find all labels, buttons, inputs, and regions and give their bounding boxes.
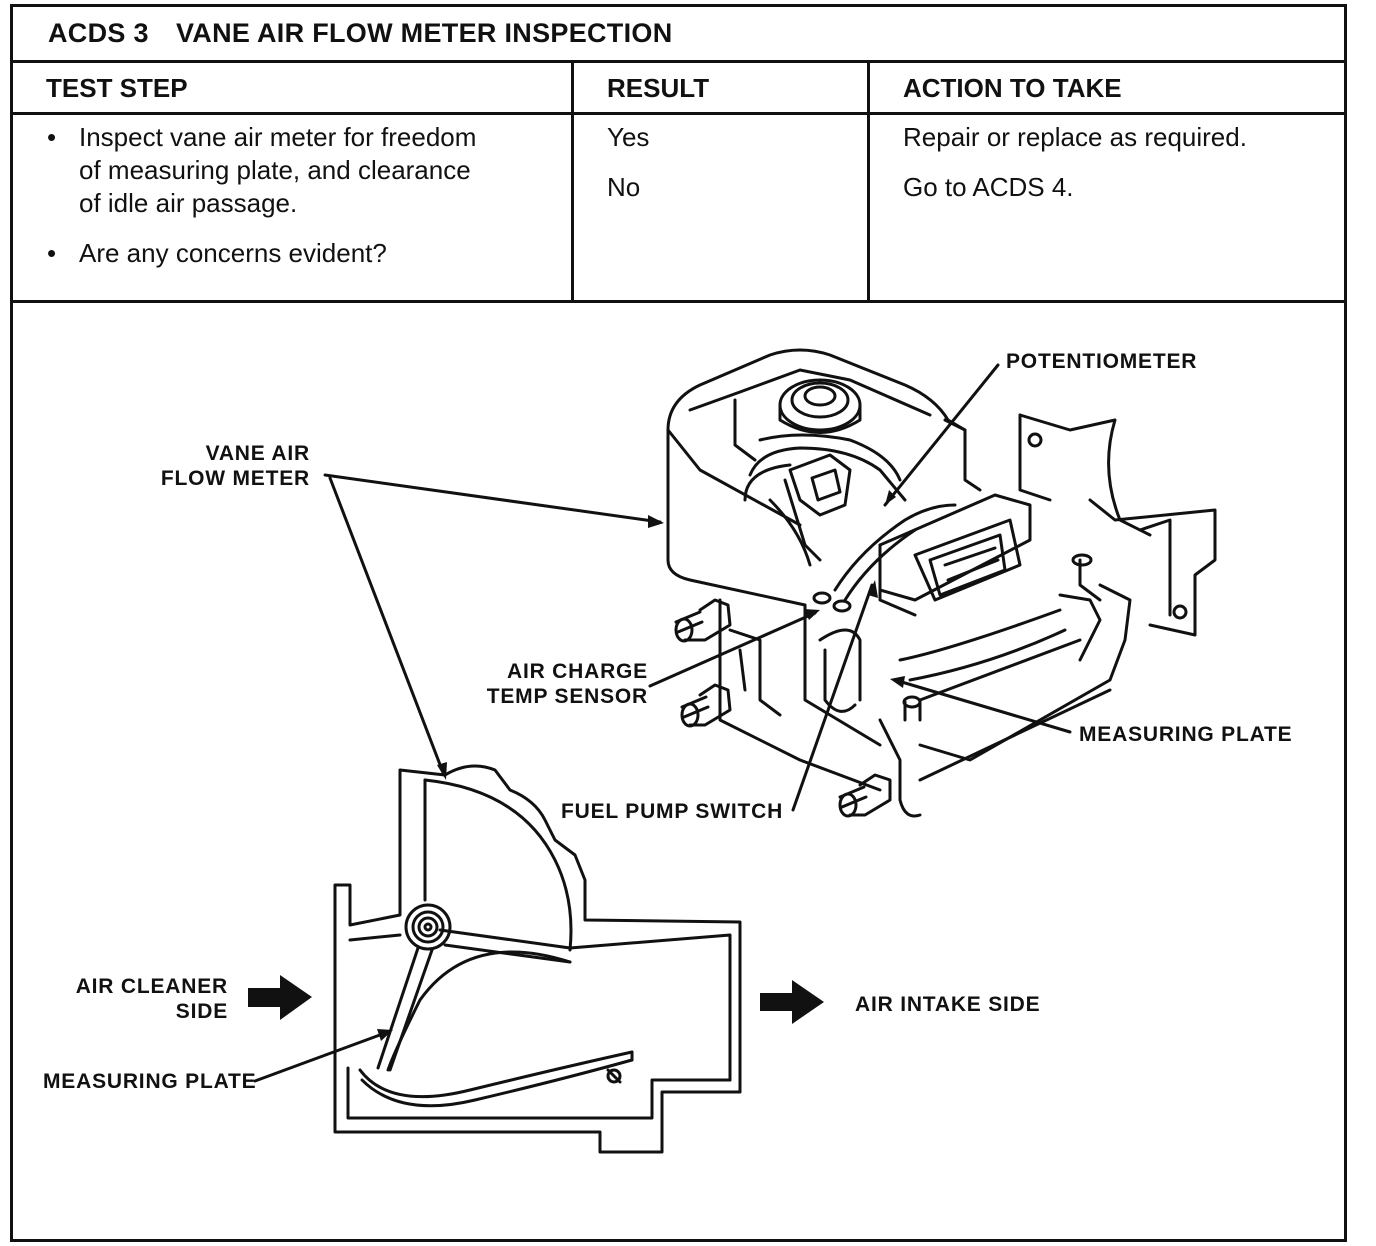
- label-measuring-plate-section: MEASURING PLATE: [43, 1070, 257, 1093]
- procedure-code: ACDS 3: [48, 18, 149, 48]
- label-air-cleaner-side: AIR CLEANER SIDE: [75, 975, 228, 1023]
- table-bottom-rule: [13, 300, 1344, 303]
- title-bar: ACDS 3 VANE AIR FLOW METER INSPECTION: [13, 7, 1344, 63]
- column-divider: [571, 63, 574, 303]
- spring-coil-icon: [404, 903, 452, 951]
- test-step-text: Are any concerns evident?: [79, 238, 387, 268]
- stud-bolt-icon: [680, 683, 732, 728]
- vane-meter-cross-section: [333, 764, 742, 1154]
- procedure-title: VANE AIR FLOW METER INSPECTION: [176, 18, 673, 48]
- result-no: No: [607, 172, 641, 202]
- bullet-icon: •: [47, 238, 57, 268]
- table-header-row: [13, 63, 1344, 115]
- test-step-text: Inspect vane air meter for freedom of me…: [79, 122, 477, 218]
- label-fuel-pump-switch: FUEL PUMP SWITCH: [561, 800, 784, 823]
- label-air-charge-temp-sensor: AIR CHARGE TEMP SENSOR: [486, 660, 648, 708]
- vane-meter-isometric-drawing: [666, 348, 1217, 818]
- column-divider: [867, 63, 870, 303]
- action-yes: Repair or replace as required.: [903, 122, 1247, 152]
- inspection-sheet: ACDS 3 VANE AIR FLOW METER INSPECTION TE…: [10, 4, 1347, 1242]
- flow-arrow-icon: [248, 975, 312, 1020]
- header-action: ACTION TO TAKE: [903, 73, 1122, 103]
- flow-arrow-icon: [760, 980, 824, 1024]
- action-no: Go to ACDS 4.: [903, 172, 1074, 202]
- label-vane-air-flow-meter: VANE AIR FLOW METER: [160, 442, 310, 490]
- leader-lines: [253, 363, 1072, 1083]
- header-test-step: TEST STEP: [46, 63, 188, 115]
- result-yes: Yes: [607, 122, 650, 152]
- label-air-intake-side: AIR INTAKE SIDE: [855, 993, 1041, 1016]
- stud-bolt-icon: [674, 598, 732, 643]
- bullet-icon: •: [47, 122, 57, 152]
- label-potentiometer: POTENTIOMETER: [1006, 350, 1198, 373]
- label-measuring-plate: MEASURING PLATE: [1079, 723, 1293, 746]
- leader-arrowheads: [377, 490, 905, 1041]
- stud-bolt-icon: [838, 773, 892, 818]
- header-result: RESULT: [607, 73, 710, 103]
